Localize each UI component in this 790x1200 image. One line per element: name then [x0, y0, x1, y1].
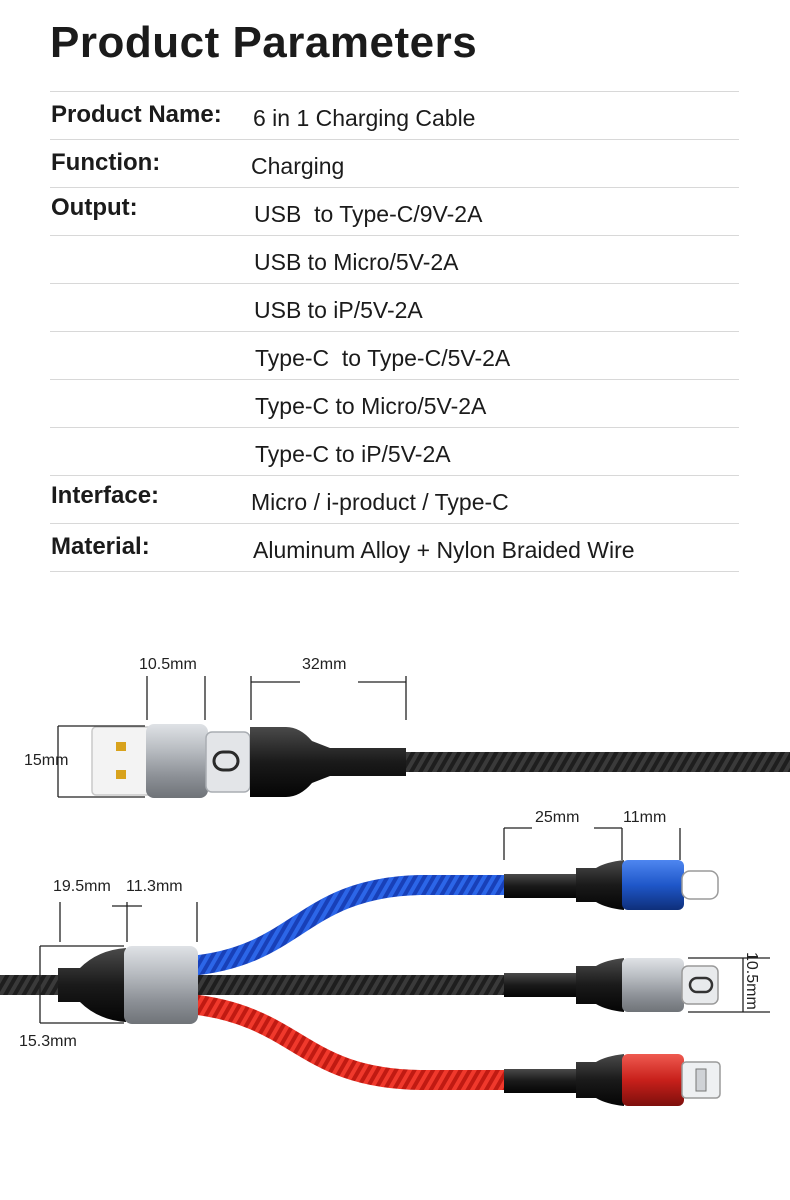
spec-label-material: Material:	[51, 533, 150, 560]
lightning-plug-icon	[681, 870, 719, 900]
usb-a-plug-icon	[91, 726, 155, 796]
usb-adapter-cable	[91, 724, 790, 798]
splitter-sleeve	[124, 946, 198, 1024]
spec-value-interface: Micro / i-product / Type-C	[251, 489, 509, 515]
dim-splitter-body-length: 11.3mm	[126, 878, 183, 895]
micro-usb-connector	[504, 1054, 721, 1106]
cable-dimension-diagram: 10.5mm 32mm 15mm	[0, 656, 790, 1106]
type-c-connector	[504, 958, 719, 1012]
spec-value-output: USB to iP/5V-2A	[254, 297, 423, 323]
lightning-connector	[504, 860, 719, 910]
spec-row-output: Type-C to iP/5V-2A	[50, 428, 739, 476]
dim-connector-neck-length: 25mm	[535, 809, 579, 826]
spec-row-output: Type-C to Micro/5V-2A	[50, 380, 739, 428]
splitter-cable	[0, 860, 721, 1106]
spec-label-product-name: Product Name:	[51, 101, 222, 128]
spec-label-function: Function:	[51, 149, 161, 176]
spec-row-function: Function: Charging	[50, 140, 739, 188]
dim-connector-head-length: 11mm	[623, 809, 666, 826]
spec-row-output: USB to Micro/5V-2A	[50, 236, 739, 284]
dim-adapter-length: 32mm	[302, 656, 346, 673]
spec-value-output: Type-C to iP/5V-2A	[255, 441, 451, 467]
spec-row-output: USB to iP/5V-2A	[50, 284, 739, 332]
spec-value-output: USB to Type-C/9V-2A	[254, 201, 483, 227]
connector-housing	[250, 727, 406, 797]
dim-usb-plug-height: 15mm	[24, 752, 68, 769]
dim-splitter-neck-length: 19.5mm	[53, 878, 111, 895]
spec-value-output: Type-C to Type-C/5V-2A	[255, 345, 511, 371]
dim-connector-height: 10.5mm	[743, 952, 760, 1010]
spec-value-function: Charging	[251, 153, 345, 179]
splitter-boot	[58, 948, 126, 1022]
spec-label-output: Output:	[51, 194, 138, 221]
spec-table: Product Name: 6 in 1 Charging Cable Func…	[50, 91, 739, 572]
spec-row-product-name: Product Name: 6 in 1 Charging Cable	[50, 92, 739, 140]
spec-value-output: USB to Micro/5V-2A	[254, 249, 459, 275]
spec-value-material: Aluminum Alloy + Nylon Braided Wire	[253, 537, 635, 563]
blue-braided-cable	[189, 875, 510, 976]
dim-usb-plug-length: 10.5mm	[139, 656, 197, 673]
dim-splitter-height: 15.3mm	[19, 1033, 77, 1050]
spec-label-interface: Interface:	[51, 482, 160, 509]
spec-value-output: Type-C to Micro/5V-2A	[255, 393, 487, 419]
spec-row-material: Material: Aluminum Alloy + Nylon Braided…	[50, 524, 739, 572]
spec-value-product-name: 6 in 1 Charging Cable	[253, 105, 476, 131]
spec-row-output: Output: USB to Type-C/9V-2A	[50, 188, 739, 236]
spec-row-interface: Interface: Micro / i-product / Type-C	[50, 476, 739, 524]
braided-cable	[400, 752, 790, 772]
type-c-port-icon	[212, 750, 240, 772]
aluminum-sleeve	[146, 724, 208, 798]
red-braided-cable	[188, 994, 510, 1090]
braided-cable	[190, 975, 510, 995]
page-title: Product Parameters	[50, 18, 478, 67]
braided-cable	[0, 975, 70, 995]
type-c-plug-icon	[688, 976, 714, 994]
spec-row-output: Type-C to Type-C/5V-2A	[50, 332, 739, 380]
